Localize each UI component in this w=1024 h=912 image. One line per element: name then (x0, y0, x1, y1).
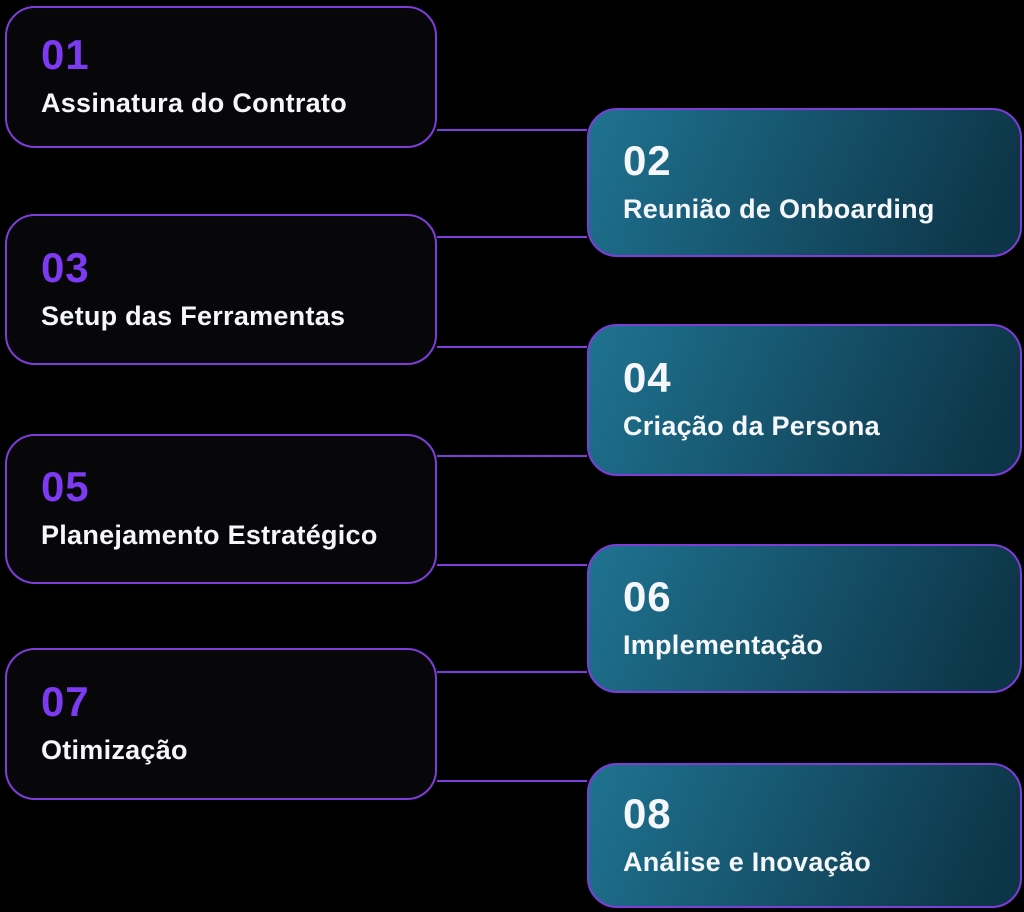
step-card-07: 07 Otimização (5, 648, 437, 800)
connector-line-06-07 (437, 671, 587, 673)
connector-line-07-08 (437, 780, 587, 782)
step-card-08: 08 Análise e Inovação (587, 763, 1022, 908)
step-number: 08 (623, 789, 672, 837)
connector-line-05-06 (437, 564, 587, 566)
step-card-01: 01 Assinatura do Contrato (5, 6, 437, 148)
connector-line-04-05 (437, 455, 587, 457)
connector-line-02-03 (437, 236, 587, 238)
step-number: 01 (41, 31, 90, 79)
step-title: Criação da Persona (623, 411, 880, 442)
step-number: 04 (623, 354, 672, 402)
step-number: 06 (623, 572, 672, 620)
step-number: 07 (41, 678, 90, 726)
step-title: Otimização (41, 735, 188, 766)
step-card-06: 06 Implementação (587, 544, 1022, 693)
step-number: 02 (623, 136, 672, 184)
step-title: Reunião de Onboarding (623, 193, 935, 224)
connector-line-01-02 (437, 129, 587, 131)
step-card-03: 03 Setup das Ferramentas (5, 214, 437, 365)
step-number: 03 (41, 243, 90, 291)
step-number: 05 (41, 463, 90, 511)
step-title: Setup das Ferramentas (41, 300, 346, 331)
step-title: Implementação (623, 629, 824, 660)
step-title: Assinatura do Contrato (41, 88, 347, 119)
step-title: Análise e Inovação (623, 846, 871, 877)
step-card-04: 04 Criação da Persona (587, 324, 1022, 476)
step-title: Planejamento Estratégico (41, 520, 378, 551)
connector-line-03-04 (437, 346, 587, 348)
step-card-05: 05 Planejamento Estratégico (5, 434, 437, 584)
step-card-02: 02 Reunião de Onboarding (587, 108, 1022, 257)
